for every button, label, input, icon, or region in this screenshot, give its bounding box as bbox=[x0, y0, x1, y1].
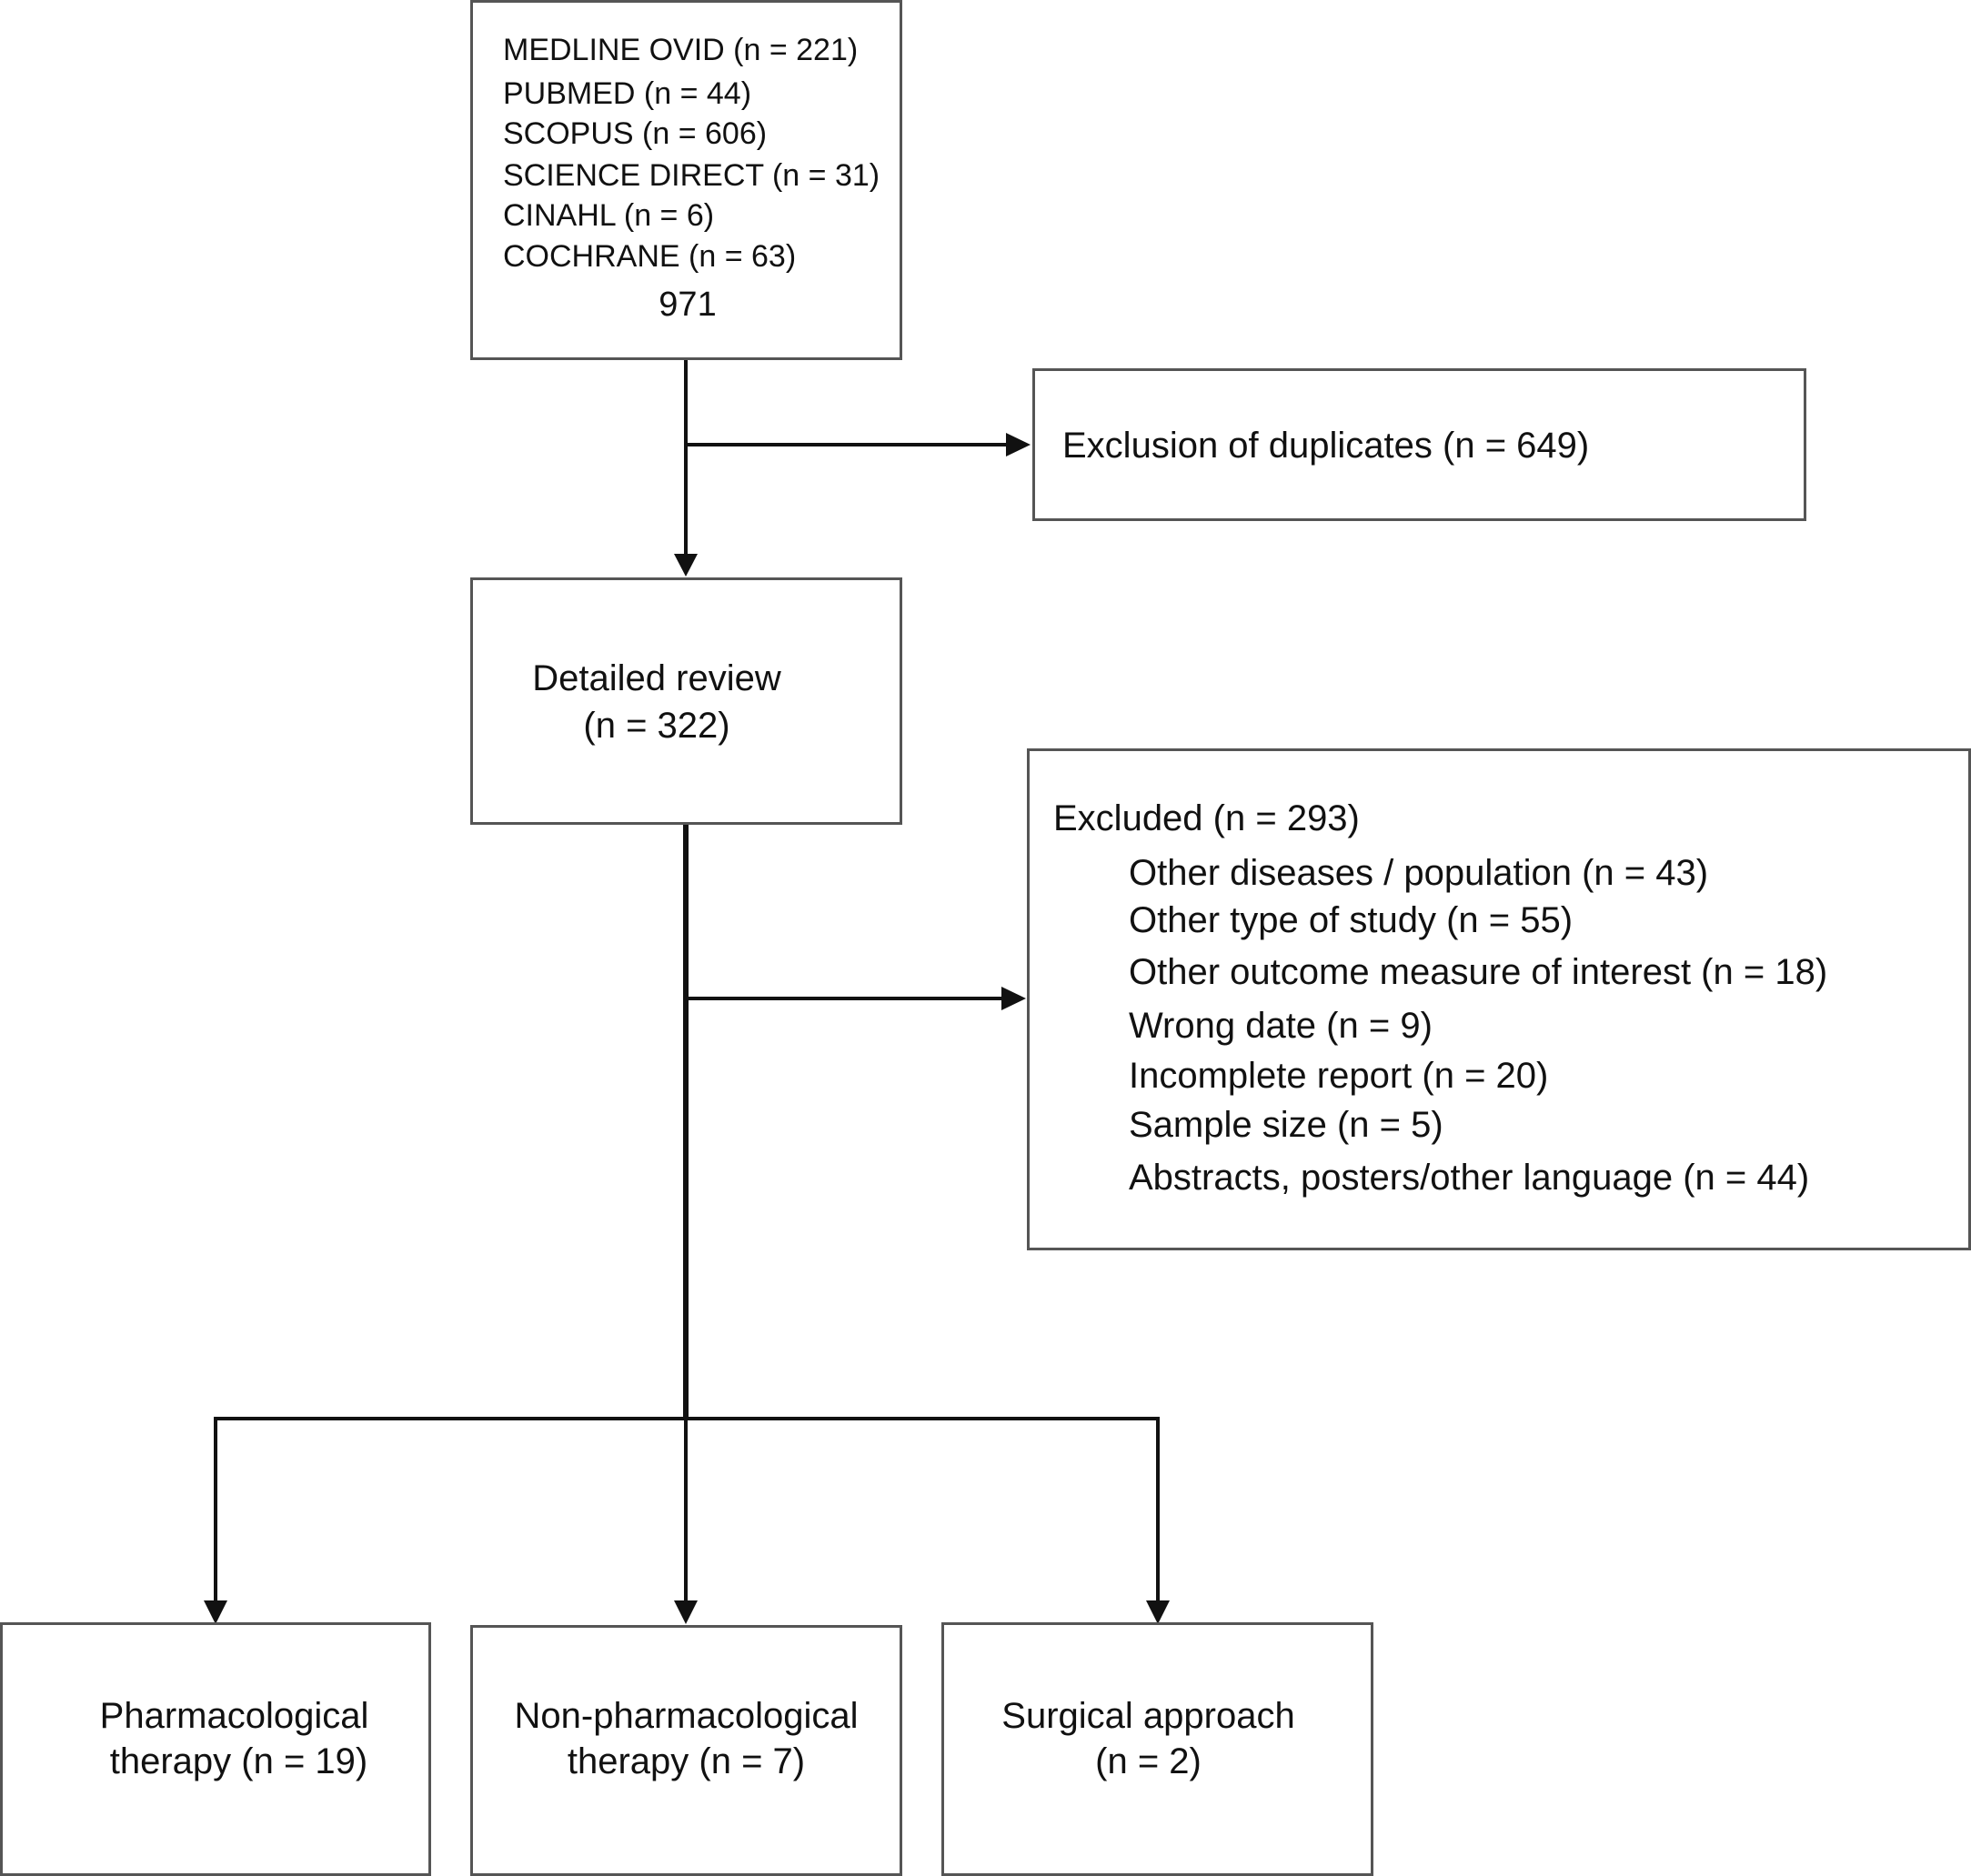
arrowhead-pharmacological bbox=[204, 1600, 227, 1624]
excluded-box bbox=[1027, 748, 1971, 1250]
source-item: SCIENCE DIRECT (n = 31) bbox=[503, 158, 880, 193]
nonpharmacological-count: therapy (n = 7) bbox=[567, 1741, 806, 1781]
excluded-reason: Other outcome measure of interest (n = 1… bbox=[1129, 952, 1828, 992]
excluded-reason: Other diseases / population (n = 43) bbox=[1129, 853, 1709, 893]
source-item: COCHRANE (n = 63) bbox=[503, 239, 797, 274]
excluded-reason: Wrong date (n = 9) bbox=[1129, 1006, 1433, 1046]
pharmacological-box bbox=[0, 1622, 431, 1876]
nonpharmacological-box bbox=[470, 1625, 902, 1876]
arrowhead-nonpharmacological bbox=[674, 1600, 698, 1624]
surgical-box bbox=[941, 1622, 1373, 1876]
sources-total: 971 bbox=[659, 286, 717, 324]
excluded-reason: Sample size (n = 5) bbox=[1129, 1105, 1443, 1145]
pharmacological-title: Pharmacological bbox=[99, 1696, 369, 1736]
excluded-reason: Abstracts, posters/other language (n = 4… bbox=[1129, 1158, 1810, 1198]
surgical-count: (n = 2) bbox=[1095, 1741, 1202, 1781]
sources-box bbox=[470, 0, 902, 360]
duplicates-label: Exclusion of duplicates (n = 649) bbox=[1062, 426, 1590, 466]
nonpharmacological-title: Non-pharmacological bbox=[514, 1696, 859, 1736]
arrowhead-duplicates bbox=[1006, 433, 1031, 456]
excluded-reason: Other type of study (n = 55) bbox=[1129, 900, 1574, 940]
duplicates-box bbox=[1032, 368, 1806, 521]
review-box bbox=[470, 577, 902, 825]
arrowhead-surgical bbox=[1146, 1600, 1170, 1624]
source-item: PUBMED (n = 44) bbox=[503, 76, 752, 111]
review-title: Detailed review bbox=[532, 658, 781, 698]
review-count: (n = 322) bbox=[583, 706, 730, 746]
surgical-title: Surgical approach bbox=[1001, 1696, 1295, 1736]
arrowhead-excluded bbox=[1001, 987, 1026, 1010]
source-item: MEDLINE OVID (n = 221) bbox=[503, 33, 859, 67]
source-item: SCOPUS (n = 606) bbox=[503, 116, 768, 151]
source-item: CINAHL (n = 6) bbox=[503, 198, 715, 233]
arrowhead-review bbox=[674, 554, 698, 577]
excluded-header: Excluded (n = 293) bbox=[1053, 798, 1360, 838]
pharmacological-count: therapy (n = 19) bbox=[109, 1741, 368, 1781]
excluded-reason: Incomplete report (n = 20) bbox=[1129, 1056, 1549, 1096]
